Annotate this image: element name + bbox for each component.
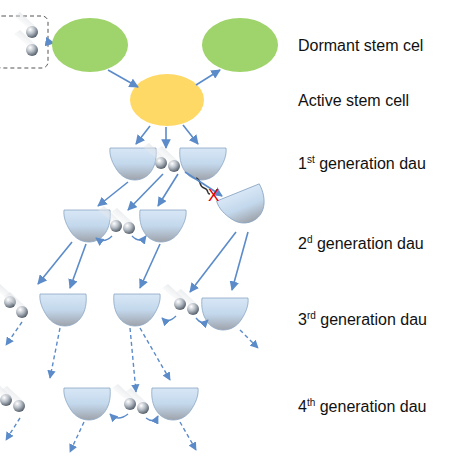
row-label: 4th generation dau [298, 397, 474, 417]
daughter-cell [64, 388, 110, 420]
particle [125, 388, 149, 414]
arrow [108, 70, 138, 87]
daughter-cell [152, 388, 198, 420]
arrow [140, 244, 160, 288]
dashed-arrow [70, 422, 84, 452]
dormant-cell [52, 18, 128, 72]
dashed-arrow [140, 328, 170, 380]
particle [175, 289, 199, 315]
arrow [136, 126, 150, 144]
particle [4, 292, 28, 318]
dashed-arrow [6, 322, 22, 345]
particle [156, 146, 180, 172]
arrow [110, 414, 128, 418]
cross-mark: X [208, 186, 228, 206]
dashed-arrow [6, 418, 20, 440]
arrow [146, 416, 158, 421]
arrow [158, 174, 178, 206]
particle [1, 386, 25, 412]
arrow [128, 174, 163, 210]
arrow [196, 318, 208, 323]
arrow [96, 236, 112, 241]
daughter-cell [110, 148, 156, 180]
dashed-arrow [240, 330, 258, 348]
dashed-arrow [130, 328, 136, 392]
particle [14, 30, 38, 56]
arrow [165, 127, 167, 148]
row-label: 1st generation dau [298, 154, 474, 174]
daughter-cell [202, 298, 248, 330]
daughter-cell [64, 210, 110, 242]
arrow [38, 242, 72, 284]
arrow [70, 244, 86, 288]
arrow [132, 236, 146, 240]
daughter-cell [114, 294, 160, 326]
arrow [196, 70, 220, 85]
dashed-arrow [50, 328, 60, 378]
daughter-cell [140, 210, 186, 242]
row-label: Active stem cell [298, 91, 474, 111]
arrow [232, 232, 248, 290]
row-label: Dormant stem cel [298, 36, 474, 56]
dashed-arrow [180, 422, 196, 450]
arrow [162, 316, 176, 321]
row-label: 3rd generation dau [298, 310, 474, 330]
arrow [183, 125, 198, 144]
active-cell [130, 74, 204, 126]
dormant-cell [202, 18, 278, 72]
arrow [190, 232, 236, 292]
daughter-cell [180, 148, 226, 180]
daughter-cell [216, 184, 271, 231]
daughter-cell [40, 294, 86, 326]
row-label: 2d generation dau [298, 234, 474, 254]
particle [111, 208, 135, 234]
arrow [98, 182, 128, 206]
